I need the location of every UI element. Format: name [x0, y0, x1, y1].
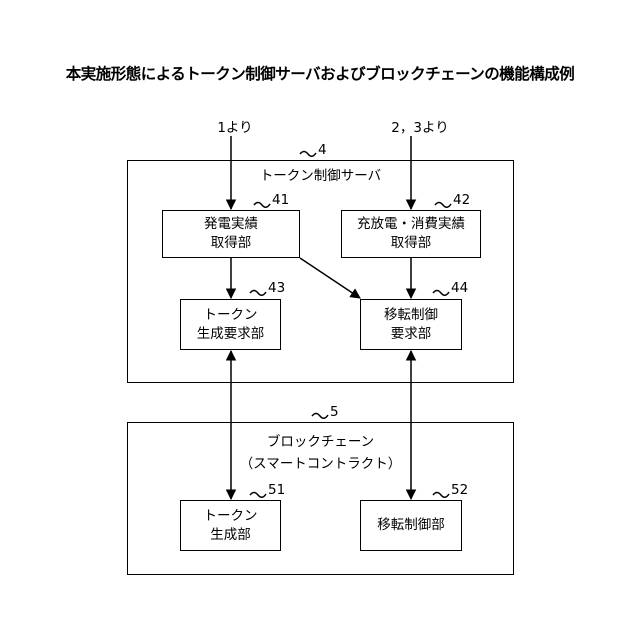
leader-4	[300, 152, 316, 157]
ref-number-51: 51	[268, 482, 285, 498]
diagram-title: 本実施形態によるトークン制御サーバおよびブロックチェーンの機能構成例	[0, 62, 640, 84]
box-42-line1: 充放電・消費実績	[357, 215, 465, 234]
box-51-line2: 生成部	[210, 526, 251, 545]
transfer-control-unit: 移転制御部	[360, 500, 462, 551]
transfer-control-request-unit: 移転制御 要求部	[360, 299, 462, 350]
token-control-server-label: トークン制御サーバ	[227, 164, 414, 184]
ref-number-44: 44	[451, 280, 468, 296]
input-label-right: 2，3より	[380, 116, 460, 136]
box-43-line2: 生成要求部	[197, 325, 265, 344]
box-41-line1: 発電実績	[204, 215, 258, 234]
box-44-line2: 要求部	[391, 325, 432, 344]
blockchain-label: ブロックチェーン	[227, 430, 414, 450]
box-44-line1: 移転制御	[384, 306, 438, 325]
box-51-line1: トークン	[204, 507, 258, 526]
ref-number-4: 4	[318, 142, 327, 158]
token-generation-request-unit: トークン 生成要求部	[180, 299, 281, 350]
blockchain-sublabel: （スマートコントラクト）	[207, 452, 434, 472]
box-43-line1: トークン	[204, 306, 258, 325]
token-generation-unit: トークン 生成部	[180, 500, 281, 551]
generation-record-acquisition-unit: 発電実績 取得部	[162, 210, 300, 258]
leader-5	[312, 414, 328, 419]
charge-consumption-record-acquisition-unit: 充放電・消費実績 取得部	[341, 210, 481, 258]
ref-number-42: 42	[453, 192, 470, 208]
box-42-line2: 取得部	[391, 234, 432, 253]
ref-number-41: 41	[272, 192, 289, 208]
box-52-line1: 移転制御部	[377, 516, 445, 535]
ref-number-5: 5	[330, 404, 339, 420]
box-41-line2: 取得部	[211, 234, 252, 253]
ref-number-43: 43	[268, 280, 285, 296]
input-label-left: 1より	[205, 116, 265, 136]
ref-number-52: 52	[451, 482, 468, 498]
